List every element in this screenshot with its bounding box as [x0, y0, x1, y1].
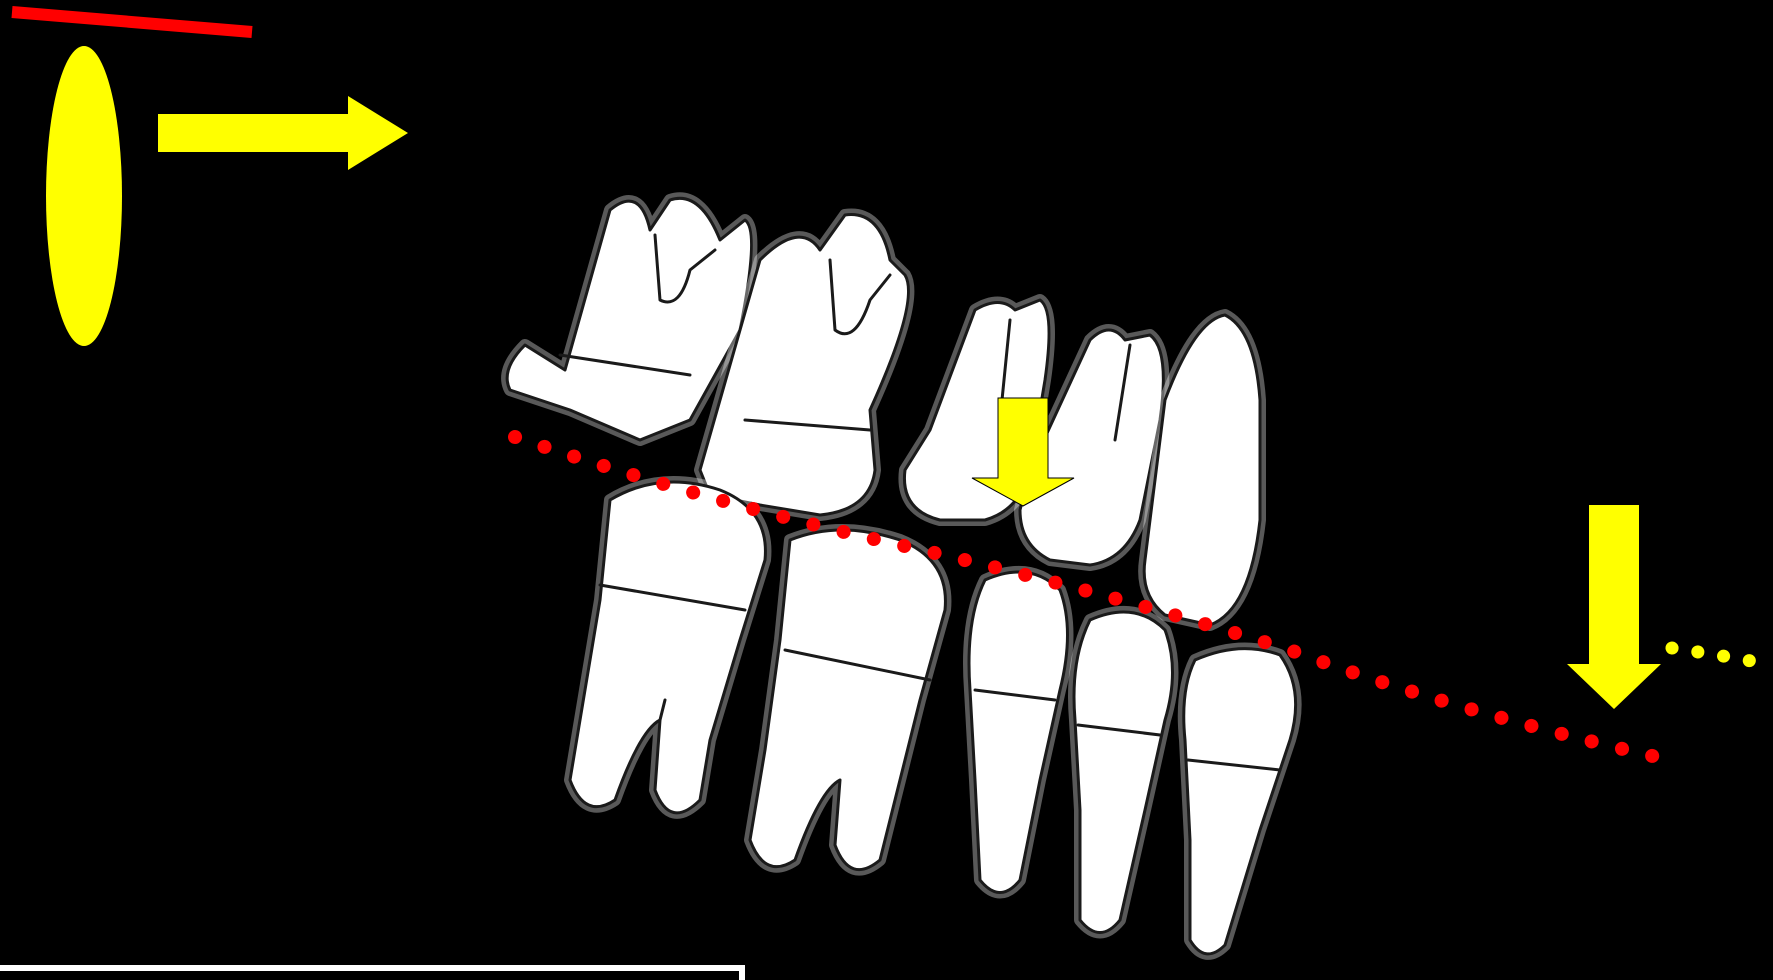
white-bordered-box: [0, 968, 742, 980]
yellow-ellipse: [46, 46, 122, 346]
